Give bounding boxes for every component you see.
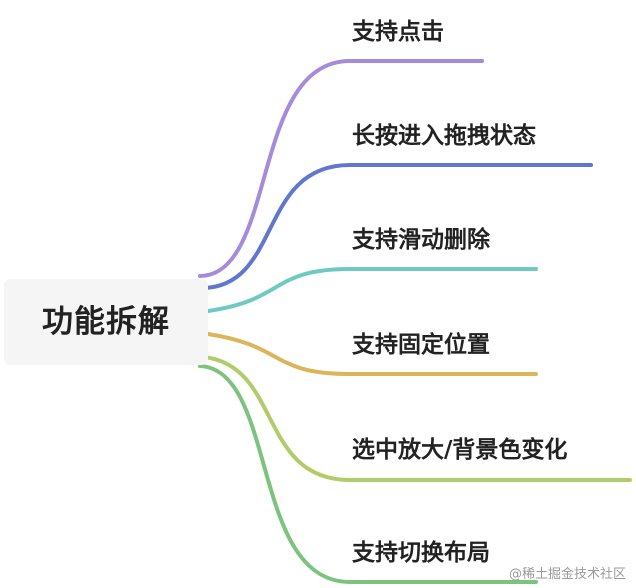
branch-connector-5	[198, 364, 538, 584]
branch-connector-0	[198, 59, 484, 278]
branch-connector-4	[202, 355, 632, 482]
branch-connector-3	[206, 332, 538, 376]
branch-node-label-5[interactable]: 支持切换布局	[352, 540, 490, 566]
root-node-label: 功能拆解	[42, 304, 170, 340]
branch-node-label-3[interactable]: 支持固定位置	[352, 332, 490, 358]
branch-node-label-2[interactable]: 支持滑动删除	[352, 227, 490, 253]
branch-node-label-4[interactable]: 选中放大/背景色变化	[352, 437, 568, 463]
branch-connector-1	[202, 163, 593, 290]
branch-node-label-0[interactable]: 支持点击	[352, 19, 444, 45]
branch-connector-2	[206, 267, 538, 313]
root-node[interactable]: 功能拆解	[4, 279, 208, 365]
branch-node-label-1[interactable]: 长按进入拖拽状态	[352, 123, 536, 149]
watermark: @稀土掘金技术社区	[508, 567, 626, 582]
